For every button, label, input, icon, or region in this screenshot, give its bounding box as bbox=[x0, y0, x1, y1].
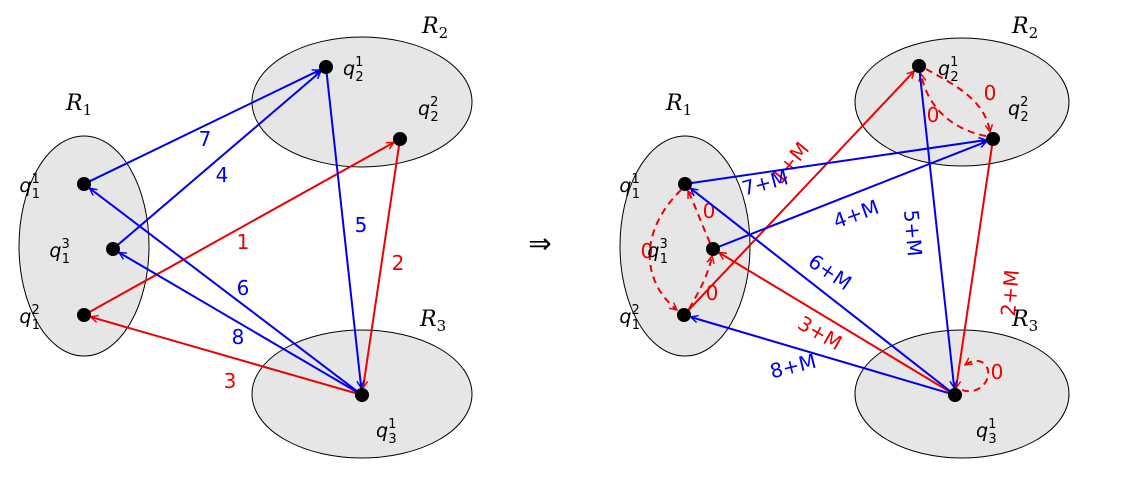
node-q1_2 bbox=[77, 308, 91, 322]
region-label-r1: R1 bbox=[665, 91, 692, 119]
edge-weight-label: 8+M bbox=[767, 349, 818, 384]
node-q2_1 bbox=[319, 60, 333, 74]
edge-q3_1-to-q1_2 bbox=[91, 317, 358, 395]
edge-q3_1-to-q1_1 bbox=[691, 188, 952, 393]
zero-edge-q2_1-to-q2_2 bbox=[925, 68, 990, 132]
implies-arrow-icon: ⇒ bbox=[528, 227, 551, 260]
edge-weight-label: 3 bbox=[224, 369, 237, 393]
edge-q2_2-to-q3_1 bbox=[956, 143, 994, 388]
zero-weight-label: 0 bbox=[991, 360, 1004, 384]
region-r1 bbox=[18, 135, 150, 357]
region-label-r2: R2 bbox=[1011, 14, 1038, 42]
edge-q2_1-to-q3_1 bbox=[918, 70, 955, 388]
edge-q3_1-to-q1_3 bbox=[119, 251, 359, 394]
edge-q1_2-to-q2_1 bbox=[686, 71, 914, 313]
edge-q2_2-to-q3_1 bbox=[363, 143, 401, 388]
zero-edge-q3_1-to-q3_1 bbox=[961, 361, 990, 393]
edge-weight-label: 6+M bbox=[804, 249, 856, 295]
node-q2_2 bbox=[393, 132, 407, 146]
node-q3_1 bbox=[948, 388, 962, 402]
edge-weight-label: 5+M bbox=[899, 209, 927, 258]
region-r3 bbox=[854, 329, 1070, 459]
edge-q1_1-to-q2_1 bbox=[88, 69, 320, 183]
zero-weight-label: 0 bbox=[641, 239, 654, 263]
edge-weight-label: 3+M bbox=[794, 311, 846, 355]
edge-q1_3-to-q2_1 bbox=[116, 72, 321, 247]
region-label-r2: R2 bbox=[421, 14, 448, 42]
node-q1_3 bbox=[106, 242, 120, 256]
zero-weight-label: 0 bbox=[706, 281, 719, 305]
edge-q3_1-to-q1_2 bbox=[691, 317, 951, 395]
edge-weight-label: 7 bbox=[199, 127, 212, 151]
edge-q3_1-to-q1_3 bbox=[719, 251, 952, 394]
edge-q1_1-to-q2_2 bbox=[689, 140, 986, 185]
zero-edge-q1_1-to-q1_2 bbox=[648, 189, 682, 310]
left-edges: 1 2 3 4 5 6 7 8 bbox=[87, 69, 405, 395]
edge-q2_1-to-q3_1 bbox=[325, 71, 362, 388]
node-q1_1 bbox=[77, 177, 91, 191]
node-q1_2 bbox=[677, 308, 691, 322]
region-label-r3: R3 bbox=[419, 307, 446, 335]
region-label-r1: R1 bbox=[65, 91, 92, 119]
edge-weight-label: 4 bbox=[216, 163, 229, 187]
region-r2 bbox=[854, 37, 1070, 167]
edge-q3_1-to-q1_1 bbox=[90, 188, 359, 393]
edge-weight-label: 1 bbox=[237, 230, 250, 254]
edge-q1_3-to-q2_2 bbox=[717, 142, 987, 249]
node-q1_1 bbox=[678, 177, 692, 191]
zero-weight-label: 0 bbox=[984, 81, 997, 105]
edge-weight-label: 2+M bbox=[996, 269, 1024, 318]
edge-q1_2-to-q2_2 bbox=[87, 141, 394, 314]
node-q2_1 bbox=[912, 59, 926, 73]
edge-weight-label: 5 bbox=[355, 213, 368, 237]
edge-weight-label: 7+M bbox=[739, 165, 790, 200]
edge-weight-label: 6 bbox=[237, 276, 250, 300]
node-q1_3 bbox=[706, 242, 720, 256]
node-q2_2 bbox=[986, 132, 1000, 146]
node-q3_1 bbox=[355, 388, 369, 402]
zero-edge-q1_2-to-q1_3 bbox=[688, 256, 712, 310]
edge-weight-label: 2 bbox=[392, 251, 405, 275]
edge-weight-label: 8 bbox=[232, 325, 245, 349]
zero-edge-q2_2-to-q2_1 bbox=[921, 74, 987, 137]
region-label-r3: R3 bbox=[1011, 307, 1038, 335]
zero-weight-label: 0 bbox=[927, 103, 940, 127]
